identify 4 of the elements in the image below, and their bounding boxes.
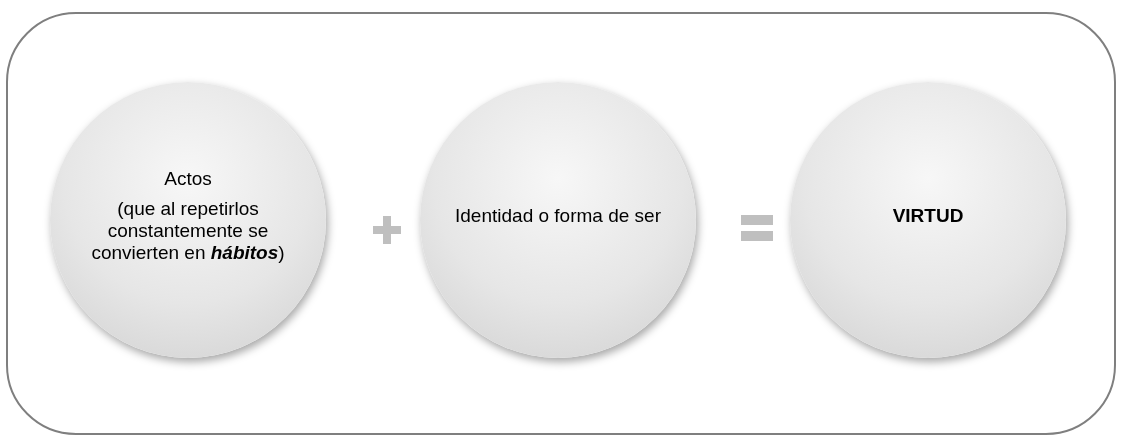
node-text: (que al repetirlos constantemente se convierten en hábitos) xyxy=(90,198,286,264)
node-text: Actos xyxy=(164,168,212,191)
node-text: Identidad o forma de ser xyxy=(455,205,661,227)
node-text: VIRTUD xyxy=(892,205,964,227)
